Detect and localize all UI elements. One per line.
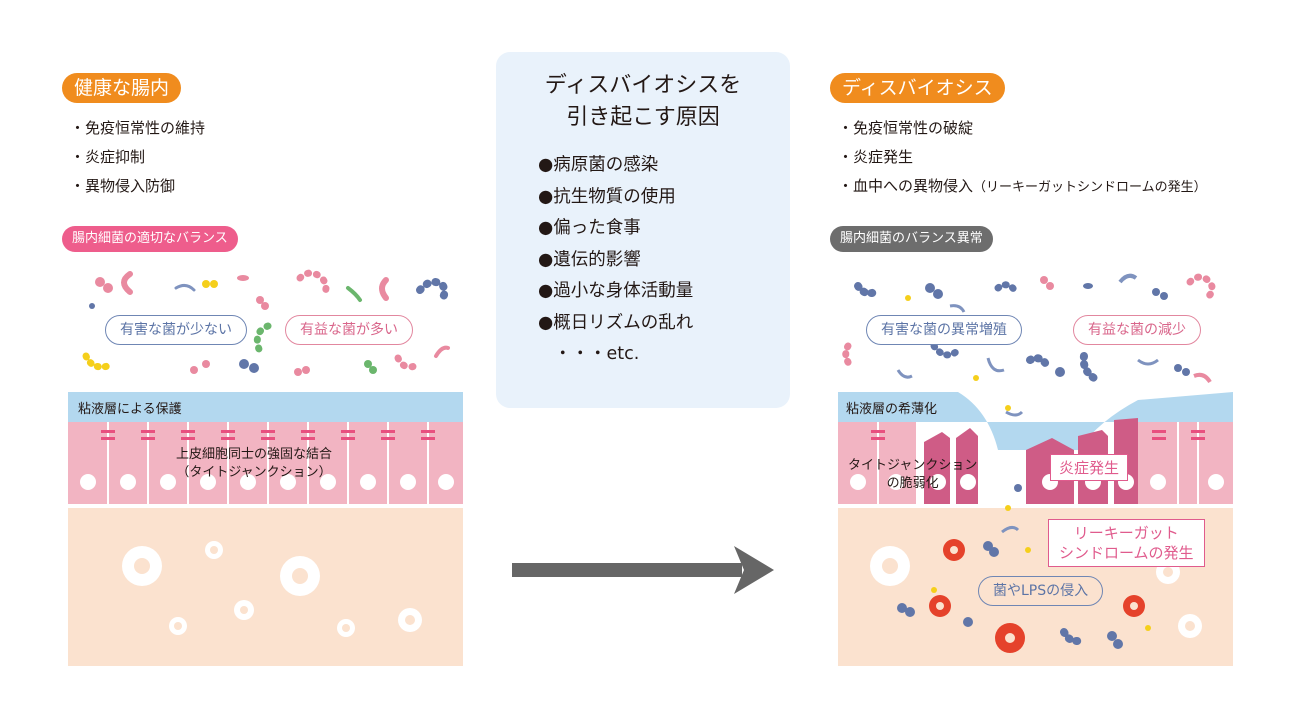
beneficial-decrease-label: 有益な菌の減少 <box>1073 315 1201 345</box>
mucus-layer <box>68 392 463 422</box>
dysbiosis-bullet-2: ・炎症発生 <box>838 148 914 166</box>
imbalance-pill: 腸内細菌のバランス異常 <box>830 226 993 252</box>
balance-pill: 腸内細菌の適切なバランス <box>62 226 238 252</box>
cause-item: ●病原菌の感染 <box>538 155 659 175</box>
cause-etc: ・・・etc. <box>554 344 640 364</box>
few-harmful-bacteria-label: 有害な菌が少ない <box>105 315 247 345</box>
dysbiosis-bacteria <box>842 273 1216 417</box>
healthy-gut-illustration <box>68 269 463 666</box>
leaky-gut-label: リーキーガット シンドロームの発生 <box>1048 519 1205 567</box>
thin-mucus-layer <box>838 392 1233 450</box>
healthy-bullet-1: ・免疫恒常性の維持 <box>70 119 206 137</box>
causes-panel: ディスバイオシスを 引き起こす原因 ●病原菌の感染 ●抗生物質の使用 ●偏った食… <box>496 52 790 408</box>
dysbiosis-bullet-3-main: ・血中への異物侵入 <box>838 177 974 195</box>
cause-item: ●遺伝的影響 <box>538 249 641 270</box>
causes-title: ディスバイオシスを 引き起こす原因 <box>496 70 790 134</box>
cause-item: ●偏った食事 <box>538 218 641 238</box>
tight-junction-label: 上皮細胞同士の強固な結合 （タイトジャンクション） <box>176 446 332 482</box>
dysbiosis-bullet-3: ・血中への異物侵入（リーキーガットシンドロームの発生） <box>838 172 1207 202</box>
healthy-bacteria <box>82 269 450 376</box>
causes-list: ●病原菌の感染 ●抗生物質の使用 ●偏った食事 ●遺伝的影響 ●過小な身体活動量… <box>538 150 693 371</box>
epithelial-cells <box>68 422 463 504</box>
healthy-gut-badge: 健康な腸内 <box>62 73 182 103</box>
many-beneficial-bacteria-label: 有益な菌が多い <box>285 315 413 345</box>
weak-junction-label-line2: の脆弱化 <box>886 476 939 491</box>
transition-arrow <box>512 546 774 594</box>
tight-junction-label-line1: 上皮細胞同士の強固な結合 <box>176 447 333 462</box>
healthy-bullets: ・免疫恒常性の維持 ・炎症抑制 ・異物侵入防御 <box>70 114 205 201</box>
tissue-layer <box>68 508 463 666</box>
cause-item: ●抗生物質の使用 <box>538 186 676 207</box>
dysbiosis-bullet-3-sub: （リーキーガットシンドロームの発生） <box>973 180 1207 195</box>
weak-junction-label-line1: タイトジャンクション <box>848 458 978 473</box>
causes-title-line2: 引き起こす原因 <box>566 105 720 130</box>
harmful-overgrowth-label: 有害な菌の異常増殖 <box>866 315 1022 345</box>
dysbiosis-bullet-1: ・免疫恒常性の破綻 <box>838 119 974 137</box>
cause-item: ●概日リズムの乱れ <box>538 312 694 333</box>
dysbiosis-gut-illustration <box>838 273 1233 666</box>
cause-item: ●過小な身体活動量 <box>538 281 694 301</box>
dysbiosis-bullets: ・免疫恒常性の破綻 ・炎症発生 ・血中への異物侵入（リーキーガットシンドロームの… <box>838 114 1207 202</box>
healthy-bullet-2: ・炎症抑制 <box>70 148 146 166</box>
mucus-protection-label: 粘液層による保護 <box>78 402 182 417</box>
leaky-gut-label-line1: リーキーガット <box>1073 524 1179 542</box>
leaky-gut-label-line2: シンドロームの発生 <box>1059 544 1194 562</box>
mucus-thinning-label: 粘液層の希薄化 <box>846 402 938 417</box>
weak-junction-label: タイトジャンクション の脆弱化 <box>848 457 977 493</box>
lps-invasion-label: 菌やLPSの侵入 <box>978 576 1104 606</box>
inflammation-label: 炎症発生 <box>1050 454 1129 481</box>
tight-junction-label-line2: （タイトジャンクション） <box>176 465 332 480</box>
causes-title-line1: ディスバイオシスを <box>544 73 742 98</box>
invading-bacteria <box>897 484 1151 649</box>
dysbiosis-badge: ディスバイオシス <box>830 73 1005 103</box>
healthy-bullet-3: ・異物侵入防御 <box>70 177 176 195</box>
